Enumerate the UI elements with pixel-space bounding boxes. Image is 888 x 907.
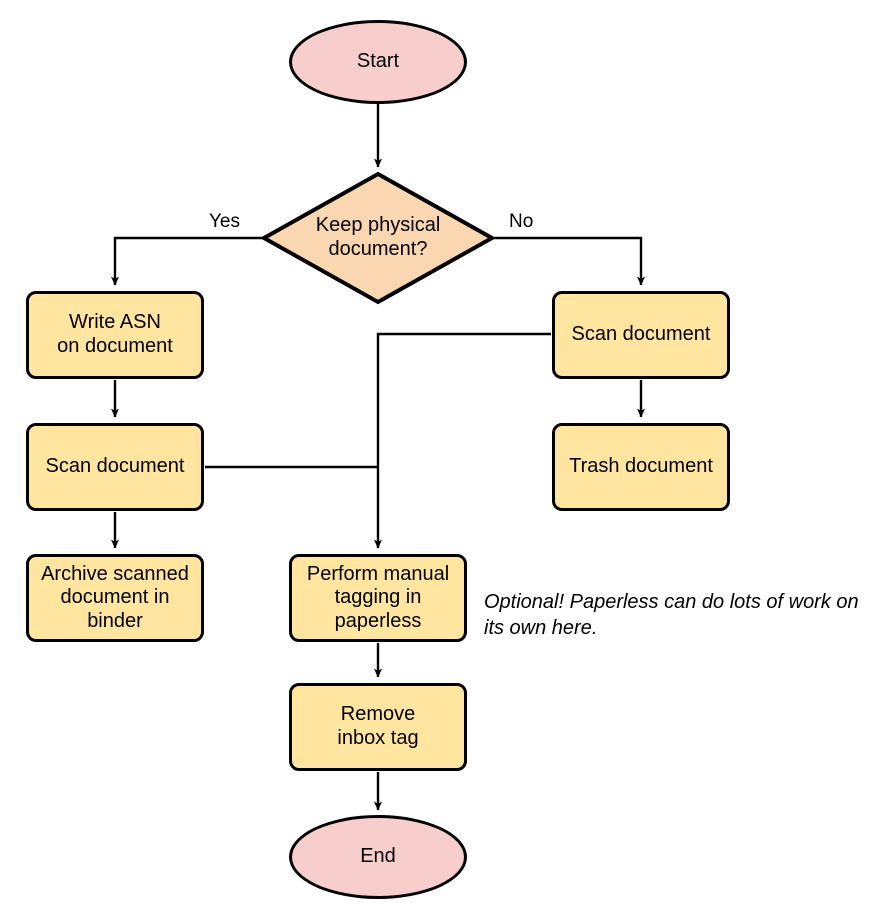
node-archive-binder[interactable]: Archive scanned document in binder <box>26 554 204 642</box>
node-decision-keep-physical-label: Keep physical document? <box>315 214 441 260</box>
node-trash-document-label: Trash document <box>569 455 713 478</box>
node-remove-inbox-tag-label: Remove inbox tag <box>337 703 419 749</box>
node-start[interactable]: Start <box>289 20 467 104</box>
node-scan-document-right-label: Scan document <box>571 323 711 346</box>
node-archive-binder-label: Archive scanned document in binder <box>41 562 189 632</box>
edge-label-no: No <box>509 211 534 232</box>
edge-label-yes: Yes <box>209 211 240 232</box>
node-end-label: End <box>360 845 396 868</box>
edge-decision-no-to-scan-right <box>494 236 645 286</box>
annotation-optional-note: Optional! Paperless can do lots of work … <box>484 591 859 639</box>
decision-diamond-shape <box>261 171 495 305</box>
node-manual-tagging-label: Perform manual tagging in paperless <box>306 562 450 632</box>
node-scan-document-right[interactable]: Scan document <box>552 291 730 379</box>
node-write-asn-label: Write ASN on document <box>57 311 173 357</box>
node-scan-document-left[interactable]: Scan document <box>26 423 204 511</box>
edge-decision-yes-to-write-asn <box>111 236 262 286</box>
node-decision-keep-physical[interactable]: Keep physical document? <box>261 171 495 305</box>
edge-scan-right-to-manual-tagging <box>374 332 551 549</box>
node-start-label: Start <box>356 50 400 73</box>
node-end[interactable]: End <box>289 815 467 899</box>
node-write-asn[interactable]: Write ASN on document <box>26 291 204 379</box>
node-manual-tagging[interactable]: Perform manual tagging in paperless <box>289 554 467 642</box>
node-remove-inbox-tag[interactable]: Remove inbox tag <box>289 683 467 771</box>
node-trash-document[interactable]: Trash document <box>552 423 730 511</box>
node-scan-document-left-label: Scan document <box>45 455 185 478</box>
